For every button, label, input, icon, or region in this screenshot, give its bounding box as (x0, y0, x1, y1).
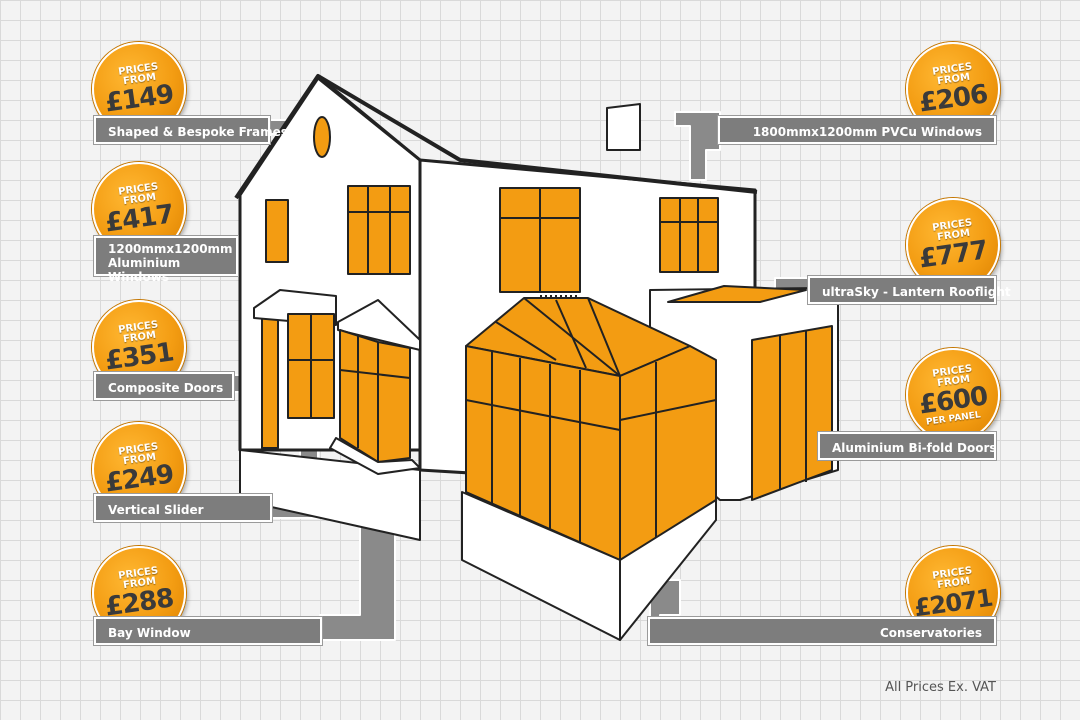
vat-footnote: All Prices Ex. VAT (885, 680, 996, 695)
price-value: £206 (917, 79, 989, 119)
price-value: £351 (103, 337, 175, 377)
price-value: £149 (103, 79, 175, 119)
label-aluminium-windows: 1200mmx1200mm Aluminium Windows (94, 236, 238, 284)
label-line-1: 1200mmx1200mm (108, 242, 233, 256)
label-composite-doors: Composite Doors (94, 372, 234, 400)
label-conservatories: Conservatories (648, 617, 996, 645)
label-bay-window: Bay Window (94, 617, 322, 645)
label-vertical-slider: Vertical Slider (94, 494, 272, 522)
label-lantern-rooflight: ultraSky - Lantern Rooflight (808, 276, 1011, 304)
label-shaped-bespoke-frames: Shaped & Bespoke Frames (94, 116, 288, 144)
price-value: £249 (103, 459, 175, 499)
label-pvcu-windows: 1800mmx1200mm PVCu Windows (718, 116, 996, 144)
label-line-2: Aluminium Windows (108, 256, 181, 284)
price-value: £417 (103, 199, 175, 239)
label-bifold-doors: Aluminium Bi-fold Doors (818, 432, 997, 460)
price-badge-bifold-doors: PRICES FROM £600 PER PANEL (906, 348, 1000, 442)
price-value: £777 (917, 235, 989, 275)
